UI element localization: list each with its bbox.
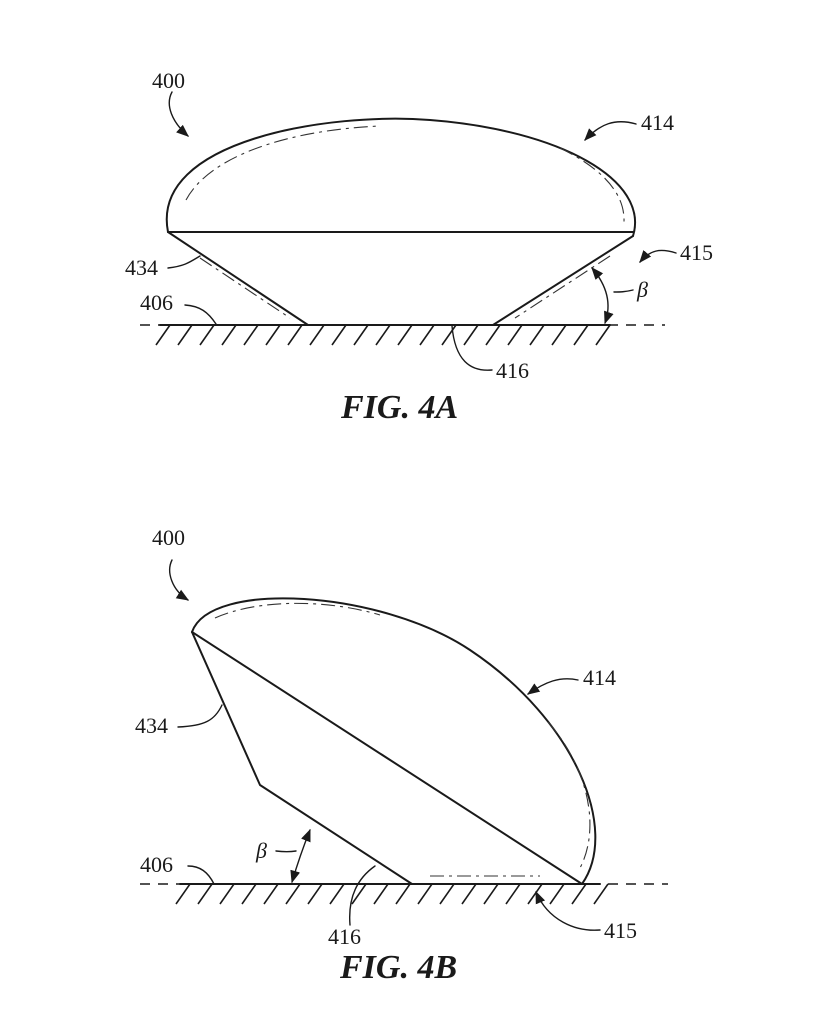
label-beta-4b: β <box>255 838 267 863</box>
leader-beta-4a <box>613 289 634 293</box>
label-415-4a: 415 <box>680 240 713 265</box>
cap-base-line-4b <box>191 631 583 885</box>
angle-arc-4b <box>290 828 311 884</box>
label-416-4b: 416 <box>328 924 361 949</box>
label-400-4b: 400 <box>152 525 185 550</box>
label-406-4b: 406 <box>140 852 173 877</box>
label-415-4b: 415 <box>604 918 637 943</box>
cap-dome-4a <box>165 117 636 237</box>
cone-sides-4b <box>191 631 413 885</box>
label-416-4a: 416 <box>496 358 529 383</box>
leader-434-4b <box>177 704 223 728</box>
side-shading-left-4a <box>199 257 291 319</box>
leader-400-4a <box>168 91 189 137</box>
leader-434-4a <box>167 255 201 269</box>
figure-4b: 400 414 434 406 416 415 β FIG. 4B <box>135 525 668 986</box>
leader-406-4a <box>184 304 217 325</box>
surface-hatching-4b <box>175 883 609 905</box>
side-shading-right-4a <box>514 255 611 319</box>
leader-414-4a <box>584 121 637 141</box>
label-400-4a: 400 <box>152 68 185 93</box>
leader-beta-4b <box>275 850 297 853</box>
dome-shading-top-4b <box>214 602 381 619</box>
label-434-4b: 434 <box>135 713 168 738</box>
label-434-4a: 434 <box>125 255 158 280</box>
dome-shading-right-4a <box>559 147 625 223</box>
cap-dome-4b <box>191 597 597 885</box>
dome-shading-left-4a <box>185 125 381 201</box>
leader-414-4b <box>526 678 579 695</box>
caption-4a: FIG. 4A <box>340 389 458 426</box>
side-left-4a <box>167 231 309 326</box>
surface-hatching-4a <box>155 324 611 346</box>
label-beta-4a: β <box>636 277 648 302</box>
leader-416-4b <box>348 865 376 926</box>
leader-415-4a <box>639 249 677 263</box>
leader-406-4b <box>187 865 215 885</box>
angle-arc-4a <box>591 267 614 325</box>
label-414-4a: 414 <box>641 110 674 135</box>
figure-4a: 400 414 415 434 406 416 β FIG. 4A <box>125 68 713 426</box>
label-414-4b: 414 <box>583 665 616 690</box>
dome-shading-right-4b <box>547 721 591 869</box>
leader-415-4b <box>535 890 601 931</box>
leader-400-4b <box>169 559 190 601</box>
label-406-4a: 406 <box>140 290 173 315</box>
caption-4b: FIG. 4B <box>339 949 457 986</box>
leader-416-4a <box>451 325 493 371</box>
side-right-4a <box>492 235 634 326</box>
